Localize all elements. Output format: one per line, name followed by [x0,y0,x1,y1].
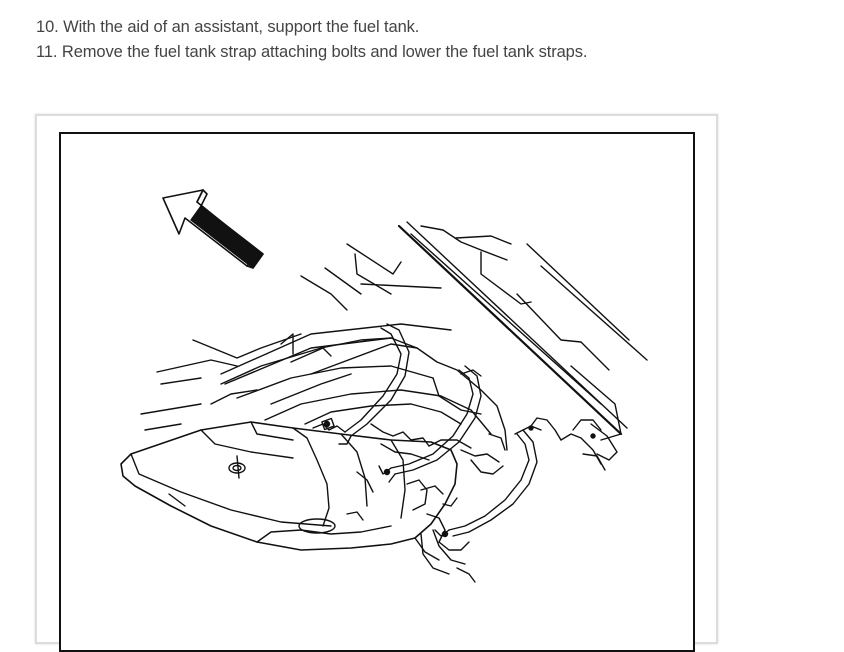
fuel-tank-strap-diagram [120,189,648,583]
strap-bolts [323,420,596,538]
lower-hoses [420,529,476,583]
step-11: 11. Remove the fuel tank strap attaching… [36,43,588,61]
front-arrow-icon [162,189,264,269]
step-10: 10. With the aid of an assistant, suppor… [36,18,420,36]
fuel-tank-upper [220,337,508,451]
right-strap-bracket [434,417,606,537]
front-fuel-tank-strap [312,323,410,445]
figure-border [59,132,695,652]
frame-rails [140,323,452,431]
fuel-tank [120,421,458,561]
figure-frame [35,114,718,652]
rear-fuel-tank-strap [378,365,482,483]
center-components [346,423,506,551]
vehicle-body-lines [300,221,648,461]
instruction-steps: 10. With the aid of an assistant, suppor… [36,15,587,65]
